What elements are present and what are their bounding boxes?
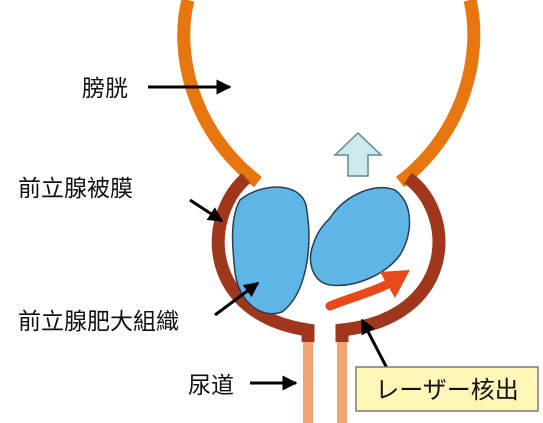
urethra-tube [303,342,347,423]
bph-lobe-left [231,186,310,315]
urethra-label: 尿道 [188,373,234,399]
capsule-leader-arrow-icon [189,198,224,223]
laser-leader-arrow-icon [360,318,392,375]
laser-enucleation-callout: レーザー核出 [355,366,539,412]
bph-tissue-label: 前立腺肥大組織 [18,309,179,335]
callout-box [355,366,539,412]
bladder-wall [177,0,262,188]
prostatic-capsule-left [211,173,315,342]
up-arrow-icon [333,131,383,177]
bph-leader-arrow-icon [214,281,260,317]
laser-enucleation-label: レーザー核出 [375,376,519,404]
bladder-wall-right [396,0,481,188]
prostatic-capsule-label: 前立腺被膜 [18,176,133,202]
bladder-label: 膀胱 [82,76,128,102]
bph-lobe-right [309,186,411,287]
laser-curved-arrow-icon [325,270,410,311]
